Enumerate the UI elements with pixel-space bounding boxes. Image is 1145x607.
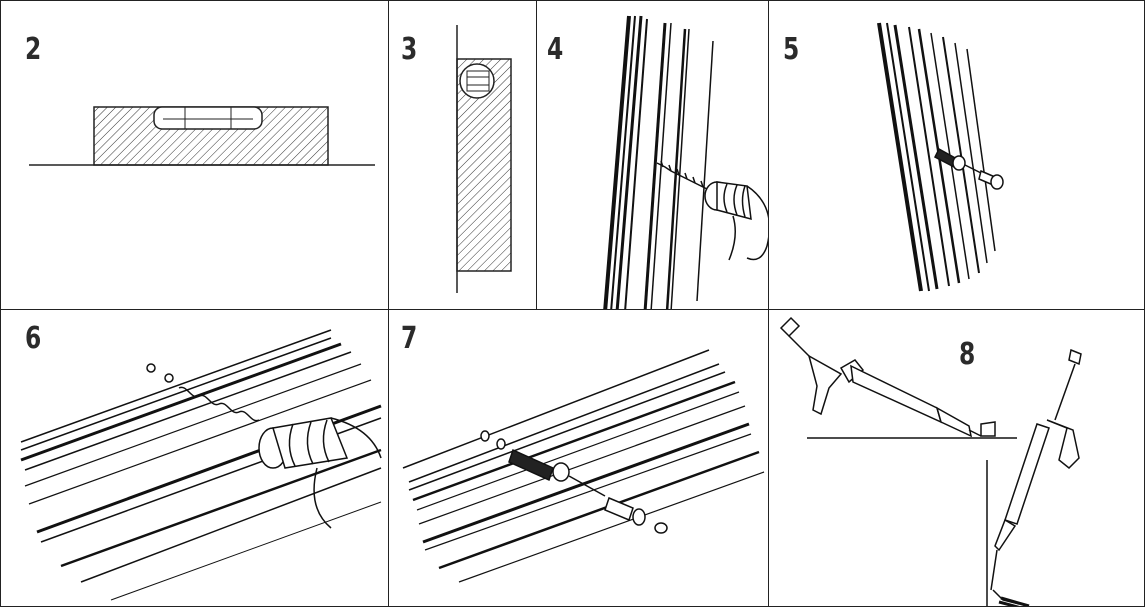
panel-step-6: 6 <box>0 309 390 607</box>
step-number-8: 8 <box>959 337 976 372</box>
panel-step-5: 5 <box>768 0 1145 311</box>
panel-step-4: 4 <box>536 0 770 311</box>
level-on-surface-illustration <box>29 106 375 166</box>
drilling-horizontal-profile-illustration <box>20 329 382 601</box>
panel-step-8: 8 <box>768 309 1145 607</box>
step-number-4: 4 <box>547 32 564 67</box>
panel-step-2: 2 <box>0 0 390 311</box>
step-number-3: 3 <box>401 32 418 67</box>
vertical-level-illustration <box>456 25 512 293</box>
sealant-gun-illustration <box>779 316 1082 606</box>
step-number-2: 2 <box>25 32 42 67</box>
panel-step-7: 7 <box>388 309 770 607</box>
step-number-7: 7 <box>401 321 418 356</box>
panel-step-3: 3 <box>388 0 538 311</box>
step-number-6: 6 <box>25 321 42 356</box>
inserting-dowels-illustration <box>877 22 1004 292</box>
drilling-into-profile-illustration <box>603 15 769 310</box>
inserting-anchors-horizontal-illustration <box>402 349 765 583</box>
step-number-5: 5 <box>783 32 800 67</box>
